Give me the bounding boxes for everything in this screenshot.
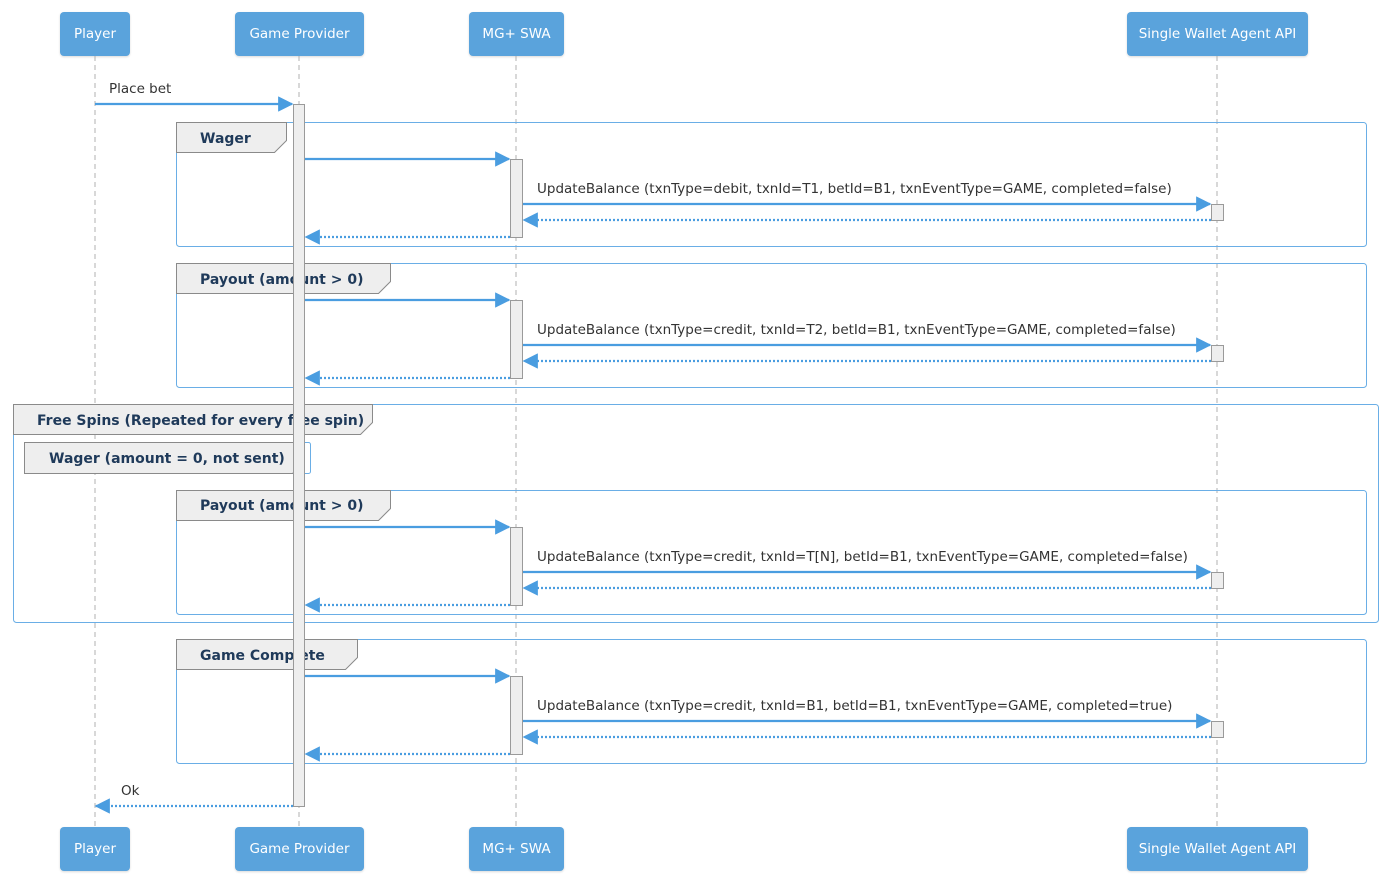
activation-api-2 xyxy=(1211,345,1224,362)
message-complete-update: UpdateBalance (txnType=credit, txnId=B1,… xyxy=(537,698,1172,714)
activation-api-3 xyxy=(1211,572,1224,589)
activation-swa-4 xyxy=(510,676,523,755)
fragment-free-spins-tab xyxy=(13,404,373,435)
activation-api-1 xyxy=(1211,204,1224,221)
message-wager-update: UpdateBalance (txnType=debit, txnId=T1, … xyxy=(537,181,1172,197)
activation-swa-2 xyxy=(510,300,523,379)
participant-game-provider-bottom: Game Provider xyxy=(235,827,364,871)
participant-mg-swa-top: MG+ SWA xyxy=(469,12,564,56)
fragment-free-payout-frame xyxy=(176,490,1367,615)
participant-mg-swa-bottom: MG+ SWA xyxy=(469,827,564,871)
fragment-payout-title: Payout (amount > 0) xyxy=(200,272,363,288)
participant-player-top: Player xyxy=(60,12,130,56)
activation-game-provider xyxy=(293,104,305,807)
request-arrows xyxy=(95,96,1212,729)
participant-game-provider-top: Game Provider xyxy=(235,12,364,56)
fragment-wager-frame xyxy=(176,122,1367,247)
fragment-free-payout-title: Payout (amount > 0) xyxy=(200,498,363,514)
activation-swa-3 xyxy=(510,527,523,606)
fragment-game-complete-frame xyxy=(176,639,1367,764)
message-payout-update: UpdateBalance (txnType=credit, txnId=T2,… xyxy=(537,322,1176,338)
fragment-free-payout-tab xyxy=(176,490,391,521)
fragment-payout-frame xyxy=(176,263,1367,388)
message-free-payout-update: UpdateBalance (txnType=credit, txnId=T[N… xyxy=(537,549,1188,565)
message-place-bet: Place bet xyxy=(109,81,171,97)
fragment-tabs xyxy=(13,122,391,670)
message-ok: Ok xyxy=(121,783,140,799)
fragment-wager-title: Wager xyxy=(200,131,251,147)
participant-swa-api-top: Single Wallet Agent API xyxy=(1127,12,1308,56)
activation-api-4 xyxy=(1211,721,1224,738)
activations xyxy=(293,104,1224,807)
fragment-wager-tab xyxy=(176,122,287,153)
fragment-game-complete-title: Game Complete xyxy=(200,648,325,664)
activation-swa-1 xyxy=(510,159,523,238)
fragment-free-spins-frame xyxy=(13,404,1379,623)
response-arrows xyxy=(94,212,1211,814)
participant-player-bottom: Player xyxy=(60,827,130,871)
fragment-game-complete-tab xyxy=(176,639,358,670)
fragment-free-spins-title: Free Spins (Repeated for every free spin… xyxy=(37,413,364,429)
fragment-free-wager-title: Wager (amount = 0, not sent) xyxy=(49,451,285,467)
fragment-payout-tab xyxy=(176,263,391,294)
participant-swa-api-bottom: Single Wallet Agent API xyxy=(1127,827,1308,871)
